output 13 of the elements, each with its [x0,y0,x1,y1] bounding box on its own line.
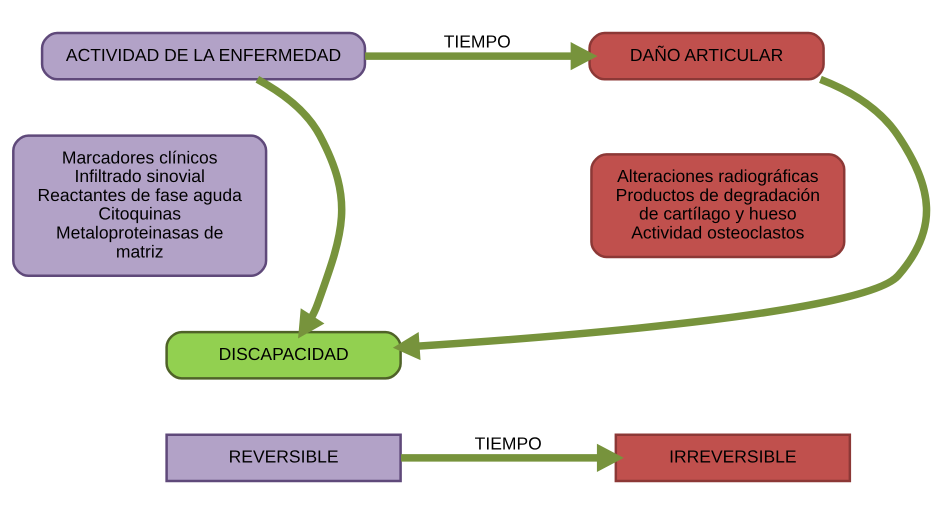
node-box: IRREVERSIBLE [614,432,852,482]
arrow [392,75,930,360]
node-box: ACTIVIDAD DE LA ENFERMEDAD [40,31,366,80]
node-box: Alteraciones radiográficas Productos de degradación de cartílago y hueso Actividad osteoclastos [590,152,846,258]
node-box: DAÑO ARTICULAR [588,31,825,80]
arrow [365,42,598,70]
edge-label: TIEMPO [474,432,542,453]
node-box: DISCAPACIDAD [165,330,402,380]
node-box: REVERSIBLE [165,432,402,482]
arrow [256,76,346,338]
edge-label: TIEMPO [444,31,511,52]
node-box: Marcadores clínicos Infiltrado sinovial Reactantes de fase aguda Citoquinas Metaloproteinasas de matriz [12,134,268,277]
arrow [401,443,624,472]
